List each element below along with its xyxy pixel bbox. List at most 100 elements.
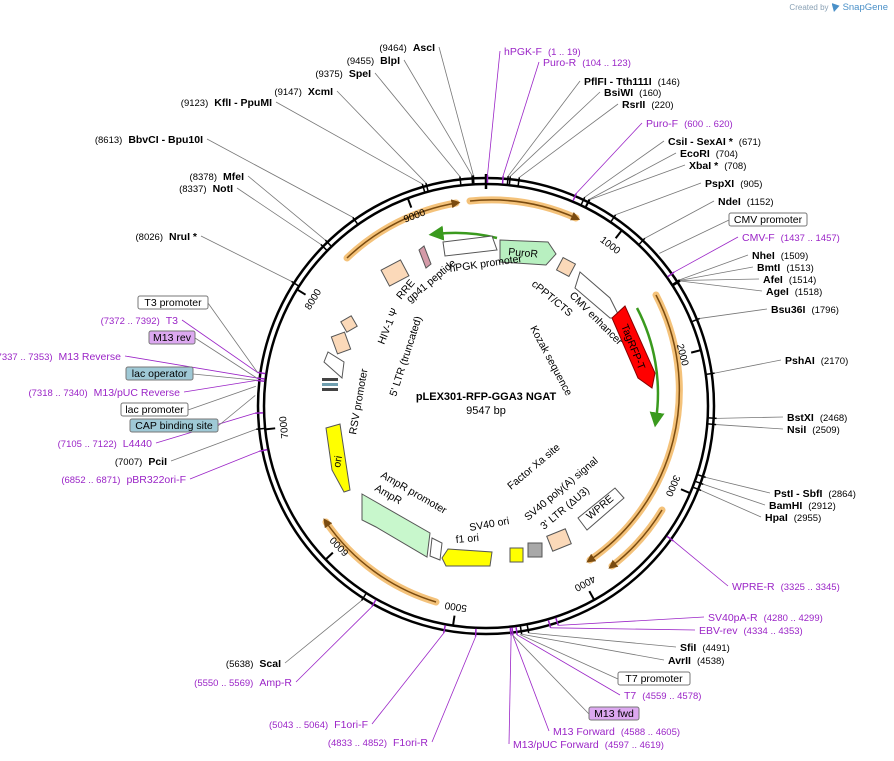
primer-name: SV40pA-R bbox=[708, 612, 758, 624]
primer-label: (4833 .. 4852)F1ori-R bbox=[328, 737, 429, 749]
site-name: HpaI bbox=[765, 512, 788, 524]
ampr-shape bbox=[361, 493, 431, 558]
site-position: (2170) bbox=[821, 356, 848, 367]
primer-connector bbox=[673, 540, 729, 587]
primer-name: T3 bbox=[166, 315, 178, 327]
primer-position: (1 .. 19) bbox=[548, 47, 581, 58]
site-label: (7007)PciI bbox=[115, 456, 167, 468]
primer-position: (4280 .. 4299) bbox=[764, 613, 823, 624]
hpgk-promoter-shape bbox=[442, 235, 498, 257]
ampr-promoter-shape bbox=[429, 537, 443, 561]
tick-label: 8000 bbox=[303, 287, 324, 312]
primer-position: (6852 .. 6871) bbox=[61, 475, 120, 486]
primer-connector bbox=[575, 122, 643, 194]
plasmid-size: 9547 bp bbox=[466, 405, 506, 417]
ltr5-shape bbox=[330, 331, 352, 355]
site-connector bbox=[716, 416, 784, 419]
tick-label: 7000 bbox=[278, 415, 291, 439]
site-mark bbox=[706, 372, 715, 376]
site-name: XcmI bbox=[308, 86, 333, 98]
site-position: (7007) bbox=[115, 457, 142, 468]
puror-shape bbox=[499, 239, 557, 266]
site-label: (8613)BbvCI - Bpu10I bbox=[95, 134, 203, 146]
rsv-promoter-shape bbox=[323, 351, 345, 380]
primer-connector bbox=[181, 319, 258, 373]
t3-promoter-label: T3 promoter bbox=[144, 297, 202, 309]
site-label: AgeI(1518) bbox=[766, 286, 822, 298]
site-name: PspXI bbox=[705, 178, 734, 190]
site-position: (2955) bbox=[794, 513, 821, 524]
primer-label: T7(4559 .. 4578) bbox=[624, 690, 701, 702]
ring-tick bbox=[680, 488, 691, 495]
f1-ori-shape bbox=[441, 548, 493, 567]
site-position: (8613) bbox=[95, 135, 122, 146]
site-label: XbaI *(708) bbox=[689, 160, 746, 172]
site-name: XbaI * bbox=[689, 160, 719, 172]
site-connector bbox=[615, 182, 702, 216]
site-name: NotI bbox=[213, 183, 233, 195]
primer-label: M13 Forward (4588 .. 4605) bbox=[553, 726, 680, 738]
primer-label: (7318 .. 7340)M13/pUC Reverse bbox=[28, 387, 180, 399]
rsv-promoter-label: RSV promoter bbox=[347, 367, 370, 435]
puror-label: PuroR bbox=[508, 246, 539, 261]
gp41-shape bbox=[418, 245, 432, 269]
site-position: (1513) bbox=[786, 263, 813, 274]
primer-connector bbox=[512, 635, 550, 732]
site-connector bbox=[584, 140, 665, 198]
site-connector bbox=[336, 90, 427, 184]
primer-name: M13/pUC Forward bbox=[513, 739, 599, 751]
site-position: (8026) bbox=[136, 232, 163, 243]
m13-rev-box bbox=[148, 330, 196, 345]
primer-position: (4833 .. 4852) bbox=[328, 738, 387, 749]
primer-mark bbox=[666, 535, 674, 542]
t7-promoter-label: T7 promoter bbox=[625, 673, 683, 685]
primer-mark bbox=[443, 625, 446, 634]
primer-mark bbox=[256, 379, 265, 383]
site-mark bbox=[459, 176, 462, 185]
site-label: (9123)KflI - PpuMI bbox=[181, 97, 272, 109]
primer-label: Puro-R(104 .. 123) bbox=[543, 57, 631, 69]
primer-name: hPGK-F bbox=[504, 46, 542, 58]
site-connector bbox=[510, 91, 601, 177]
primer-name: M13 Forward bbox=[553, 726, 615, 738]
site-position: (9375) bbox=[315, 69, 342, 80]
site-connector bbox=[284, 600, 362, 664]
primer-position: (3325 .. 3345) bbox=[781, 582, 840, 593]
lac-operator-box bbox=[125, 366, 194, 381]
site-connector bbox=[703, 483, 766, 506]
site-position: (1514) bbox=[789, 275, 816, 286]
site-label: (9464)AscI bbox=[379, 42, 435, 54]
primer-position: (4559 .. 4578) bbox=[642, 691, 701, 702]
credit-brand: SnapGene bbox=[842, 2, 888, 13]
site-label: NsiI(2509) bbox=[787, 424, 840, 436]
plasmid-name: pLEX301-RFP-GGA3 NGAT bbox=[416, 391, 557, 403]
ring-tick bbox=[406, 197, 413, 208]
site-connector bbox=[589, 152, 677, 200]
ring-tick bbox=[452, 615, 456, 626]
primer-name: Amp-R bbox=[259, 677, 292, 689]
site-name: BlpI bbox=[380, 55, 400, 67]
tick-label: 3000 bbox=[663, 473, 682, 498]
site-connector bbox=[403, 59, 473, 176]
site-label: HpaI (2955) bbox=[765, 512, 821, 524]
ring-tick bbox=[296, 288, 307, 296]
site-connector bbox=[247, 175, 326, 241]
site-name: SfiI bbox=[680, 642, 696, 654]
site-connector bbox=[716, 424, 784, 430]
primer-label: CMV-F(1437 .. 1457) bbox=[742, 232, 840, 244]
site-mark bbox=[673, 280, 681, 286]
site-connector bbox=[519, 103, 619, 178]
primer-position: (4588 .. 4605) bbox=[621, 727, 680, 738]
site-connector bbox=[521, 633, 665, 661]
site-mark bbox=[638, 237, 646, 245]
primer-connector bbox=[371, 632, 445, 725]
lac-promoter-label: lac promoter bbox=[125, 404, 184, 416]
primer-position: (4334 .. 4353) bbox=[744, 626, 803, 637]
box-connector bbox=[519, 634, 619, 680]
site-mark bbox=[519, 626, 523, 635]
site-connector bbox=[374, 72, 461, 177]
site-position: (5638) bbox=[226, 659, 253, 670]
primer-position: (7105 .. 7122) bbox=[58, 439, 117, 450]
site-mark bbox=[610, 214, 617, 222]
box-connector bbox=[194, 337, 257, 379]
